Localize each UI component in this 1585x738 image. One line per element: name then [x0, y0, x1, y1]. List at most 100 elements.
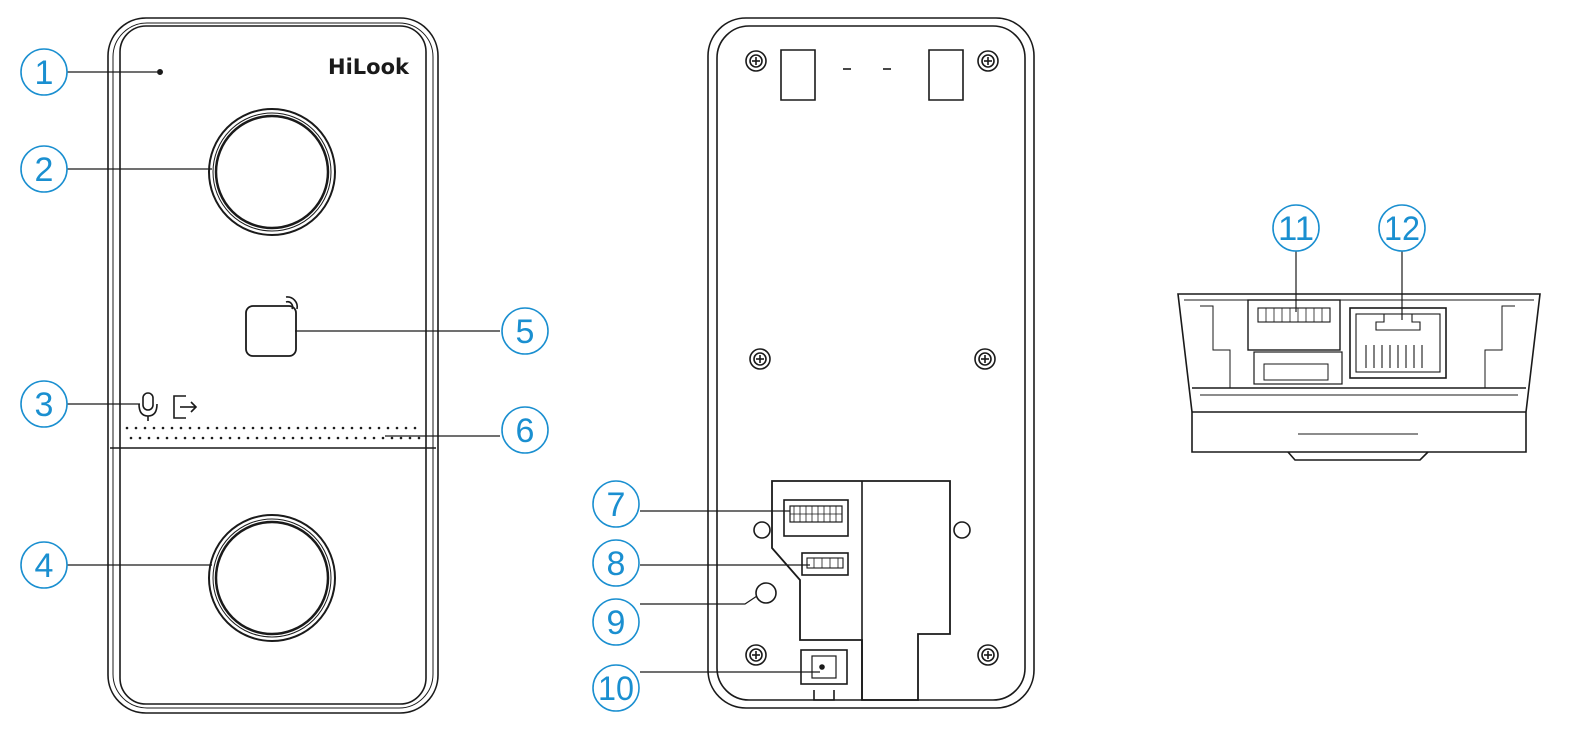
speaker-hole [215, 426, 219, 430]
speaker-hole [363, 436, 367, 440]
speaker-hole [318, 436, 322, 440]
callout-3: 3 [20, 380, 68, 428]
speaker-hole [192, 436, 196, 440]
svg-text:5: 5 [516, 313, 535, 351]
speaker-grille [125, 426, 421, 440]
speaker-hole [390, 436, 394, 440]
screw [974, 348, 996, 370]
speaker-hole [417, 436, 421, 440]
speaker-hole [161, 426, 165, 430]
speaker-hole [395, 426, 399, 430]
speaker-hole [147, 436, 151, 440]
speaker-hole [228, 436, 232, 440]
speaker-hole [125, 426, 129, 430]
svg-text:12: 12 [1384, 210, 1420, 248]
callout-10: 10 [592, 664, 640, 712]
side-view [1177, 293, 1541, 461]
brand-logo: HiLook [328, 55, 410, 79]
speaker-hole [350, 426, 354, 430]
speaker-hole [246, 436, 250, 440]
speaker-hole [273, 436, 277, 440]
call-button [208, 514, 336, 642]
speaker-hole [377, 426, 381, 430]
svg-text:2: 2 [35, 151, 54, 189]
callout-5: 5 [501, 307, 549, 355]
rj45-port [1349, 307, 1447, 379]
speaker-hole [179, 426, 183, 430]
callout-11: 11 [1272, 204, 1320, 252]
speaker-hole [305, 426, 309, 430]
camera-lens [208, 108, 336, 236]
screw [745, 50, 767, 72]
speaker-hole [219, 436, 223, 440]
wiring-terminal [783, 499, 849, 537]
svg-text:11: 11 [1278, 210, 1314, 248]
speaker-hole [206, 426, 210, 430]
speaker-hole [300, 436, 304, 440]
speaker-hole [327, 436, 331, 440]
leader-lines [67, 71, 1403, 673]
speaker-hole [386, 426, 390, 430]
rear-view [707, 17, 1035, 709]
speaker-hole [129, 436, 133, 440]
speaker-hole [138, 436, 142, 440]
speaker-hole [264, 436, 268, 440]
speaker-hole [278, 426, 282, 430]
speaker-hole [359, 426, 363, 430]
speaker-hole [404, 426, 408, 430]
mount-tab-left [780, 49, 816, 101]
speaker-hole [188, 426, 192, 430]
svg-text:10: 10 [598, 670, 634, 708]
exit-door-icon [173, 395, 198, 419]
mount-tab-right [928, 49, 964, 101]
tamper-switch [800, 649, 848, 685]
callout-12: 12 [1378, 204, 1426, 252]
speaker-hole [336, 436, 340, 440]
speaker-hole [399, 436, 403, 440]
speaker-hole [237, 436, 241, 440]
speaker-hole [156, 436, 160, 440]
svg-text:6: 6 [516, 412, 535, 450]
speaker-hole [197, 426, 201, 430]
svg-text:4: 4 [35, 547, 54, 585]
card-reader-icon [245, 296, 299, 357]
speaker-hole [174, 436, 178, 440]
svg-text:1: 1 [35, 54, 54, 92]
callout-1: 1 [20, 48, 68, 96]
speaker-hole [251, 426, 255, 430]
svg-text:3: 3 [35, 386, 54, 424]
cover-screw-left [753, 521, 771, 539]
speaker-hole [309, 436, 313, 440]
callout-4: 4 [20, 541, 68, 589]
reset-hole [755, 582, 777, 604]
speaker-hole [165, 436, 169, 440]
callout-2: 2 [20, 145, 68, 193]
speaker-hole [269, 426, 273, 430]
speaker-hole [134, 426, 138, 430]
speaker-hole [242, 426, 246, 430]
screw [977, 50, 999, 72]
speaker-hole [210, 436, 214, 440]
speaker-hole [255, 436, 259, 440]
speaker-hole [323, 426, 327, 430]
speaker-hole [233, 426, 237, 430]
speaker-hole [368, 426, 372, 430]
speaker-hole [332, 426, 336, 430]
screw [977, 644, 999, 666]
speaker-hole [201, 436, 205, 440]
callout-8: 8 [592, 539, 640, 587]
speaker-hole [341, 426, 345, 430]
speaker-hole [354, 436, 358, 440]
speaker-hole [170, 426, 174, 430]
speaker-hole [314, 426, 318, 430]
speaker-hole [287, 426, 291, 430]
speaker-hole [183, 436, 187, 440]
speaker-hole [372, 436, 376, 440]
callout-6: 6 [501, 406, 549, 454]
front-view [107, 17, 439, 714]
indicator-led [157, 69, 164, 76]
svg-text:8: 8 [607, 545, 626, 583]
speaker-hole [296, 426, 300, 430]
speaker-hole [413, 426, 417, 430]
